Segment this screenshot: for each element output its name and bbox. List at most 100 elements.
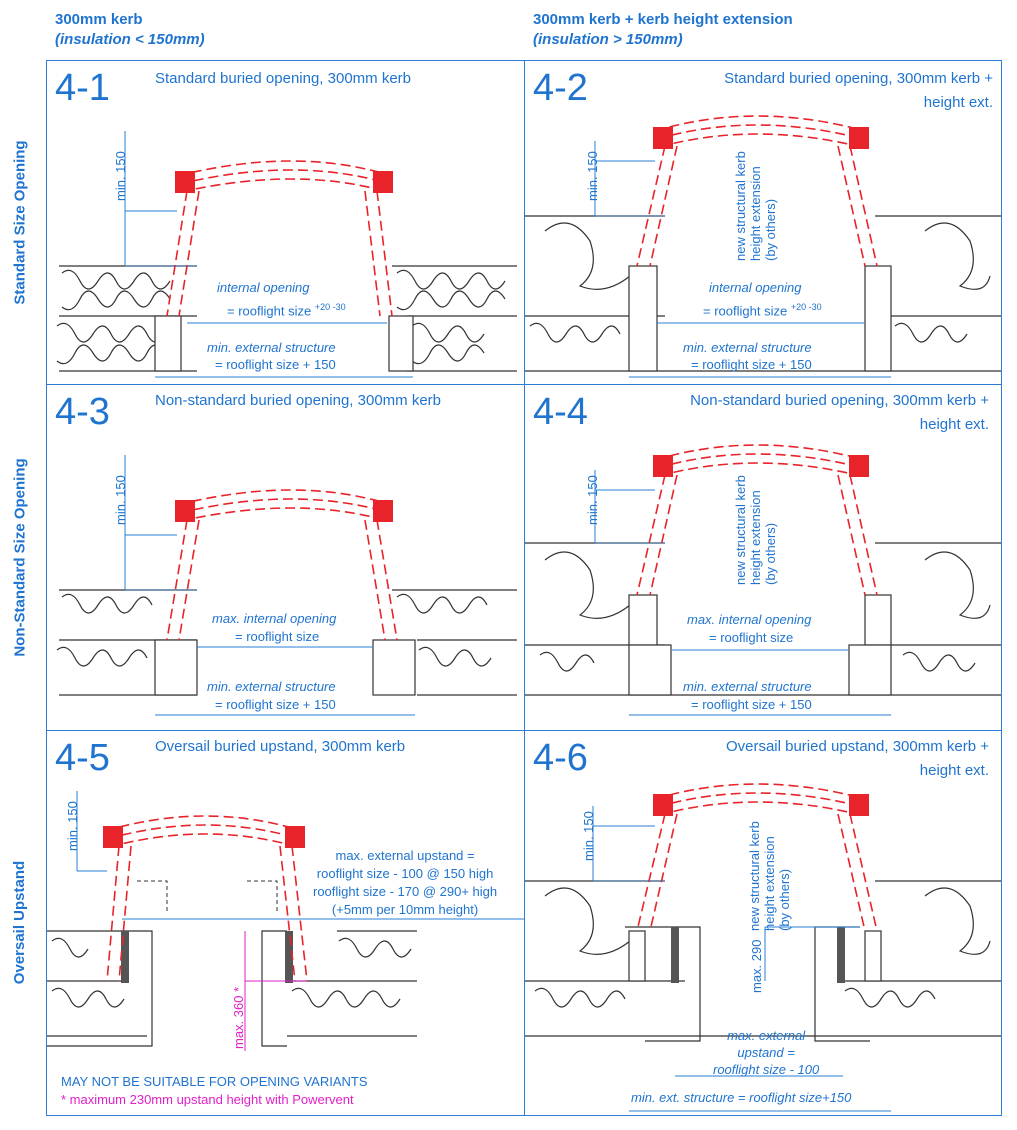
rooflight-outline	[166, 489, 398, 641]
kerb-left	[154, 315, 182, 372]
dimension-lines	[124, 455, 415, 716]
column-subtitle: (insulation < 150mm)	[55, 31, 205, 48]
internal-opening-value: = rooflight size	[235, 629, 320, 644]
kerb-left	[628, 930, 646, 982]
kerb-right	[388, 315, 414, 372]
rooflight-frame	[175, 500, 393, 522]
panel-4-4: 4-4 Non-standard buried opening, 300mm k…	[524, 384, 1002, 731]
rooflight-outline	[636, 115, 878, 267]
rooflight-frame	[653, 455, 869, 477]
min-150-label: min. 150	[113, 151, 128, 201]
diagram-4-1	[56, 131, 517, 378]
row-header-standard: Standard Size Opening	[11, 140, 29, 305]
row-header-oversail: Oversail Upstand	[11, 860, 29, 985]
panel-title: Standard buried opening, 300mm kerb +hei…	[724, 70, 993, 111]
kerb-left	[154, 639, 198, 696]
kerb-left	[628, 265, 658, 372]
min-150-label: min. 150	[585, 151, 600, 201]
rooflight-outline	[104, 815, 308, 982]
kerb-right	[864, 265, 892, 372]
insulation-left	[56, 265, 197, 372]
min-150-label: min. 150	[581, 811, 596, 861]
panel-4-6: 4-6 Oversail buried upstand, 300mm kerb …	[524, 730, 1002, 1116]
insulation	[47, 930, 417, 1037]
rooflight-outline	[166, 160, 393, 317]
max-360-dimension	[244, 931, 307, 1051]
panel-title: Oversail buried upstand, 300mm kerb	[155, 738, 406, 755]
rooflight-frame	[175, 171, 393, 193]
upstand-lining-right	[837, 927, 845, 983]
panel-number: 4-6	[533, 737, 588, 779]
min-150-label: min. 150	[585, 475, 600, 525]
upstand-left	[47, 930, 153, 1047]
panel-number: 4-4	[533, 391, 588, 433]
note-opening-variants: MAY NOT BE SUITABLE FOR OPENING VARIANTS	[61, 1074, 368, 1089]
diagram-4-3	[56, 455, 517, 716]
diagram-4-2	[525, 115, 1001, 378]
dimension-lines	[592, 806, 891, 1112]
external-structure-value: = rooflight size + 150	[215, 697, 336, 712]
kerb-outline	[137, 880, 278, 911]
internal-opening-label: internal opening	[217, 280, 310, 295]
external-structure-label: min. external structure	[683, 340, 812, 355]
panel-number: 4-1	[55, 67, 110, 109]
rooflight-frame	[653, 127, 869, 149]
internal-opening-label: internal opening	[709, 280, 802, 295]
diagram-4-6	[525, 783, 1001, 1112]
panel-4-2: 4-2 Standard buried opening, 300mm kerb …	[524, 60, 1002, 385]
rooflight-outline	[636, 783, 878, 932]
internal-opening-value: = rooflight size +20 -30	[703, 302, 822, 319]
upstand-lining-left	[671, 927, 679, 983]
max-290-label: max. 290	[749, 939, 764, 993]
column-title: 300mm kerb + kerb height extension	[533, 11, 793, 28]
column-subtitle: (insulation > 150mm)	[533, 31, 683, 48]
diagram-4-4	[525, 444, 1001, 716]
panel-4-3: 4-3 Non-standard buried opening, 300mm k…	[46, 384, 525, 731]
external-structure-value: = rooflight size + 150	[691, 697, 812, 712]
upstand-lining-left	[121, 931, 129, 983]
rooflight-frame	[103, 826, 305, 848]
panel-number: 4-5	[55, 737, 110, 779]
external-structure-value: = rooflight size + 150	[691, 357, 812, 372]
kerb-right	[848, 644, 892, 696]
external-structure-value: = rooflight size + 150	[215, 357, 336, 372]
row-header-non-standard: Non-Standard Size Opening	[11, 458, 29, 657]
dimension-lines	[594, 141, 891, 378]
external-structure-label: min. external structure	[207, 340, 336, 355]
column-header-left: 300mm kerb (insulation < 150mm)	[55, 10, 205, 50]
kerb-ext-right	[864, 594, 892, 646]
external-structure-label: min. ext. structure = rooflight size+150	[631, 1090, 852, 1105]
upstand-lining-right	[285, 931, 293, 983]
diagram-4-5	[47, 791, 524, 1051]
column-title: 300mm kerb	[55, 11, 143, 28]
external-structure-label: min. external structure	[683, 679, 812, 694]
internal-opening-label: max. internal opening	[212, 611, 337, 626]
insulation-right	[392, 265, 517, 372]
panel-title: Standard buried opening, 300mm kerb	[155, 70, 411, 87]
panel-title: Non-standard buried opening, 300mm kerb …	[690, 392, 989, 433]
kerb-right	[864, 930, 882, 982]
upstand-left	[625, 926, 701, 1042]
note-powervent: * maximum 230mm upstand height with Powe…	[61, 1092, 354, 1107]
internal-opening-value: = rooflight size +20 -30	[227, 302, 346, 319]
kerb-right	[372, 639, 416, 696]
dimension-lines	[76, 791, 524, 920]
panel-title: Oversail buried upstand, 300mm kerb +hei…	[725, 738, 989, 779]
panel-number: 4-2	[533, 67, 588, 109]
kerb-left	[628, 644, 672, 696]
kerb-ext-left	[628, 594, 658, 646]
panel-number: 4-3	[55, 391, 110, 433]
min-150-label: min. 150	[113, 475, 128, 525]
rooflight-frame	[653, 794, 869, 816]
panel-4-5: 4-5 Oversail buried upstand, 300mm kerb …	[46, 730, 525, 1116]
column-header-right: 300mm kerb + kerb height extension (insu…	[533, 10, 793, 50]
panel-4-1: 4-1 Standard buried opening, 300mm kerb …	[46, 60, 525, 385]
max-360-label: max. 360 *	[231, 986, 246, 1049]
dimension-lines	[594, 470, 891, 716]
upstand-right	[261, 930, 287, 1047]
max-external-upstand-label: max. external upstand =rooflight size - …	[313, 848, 498, 917]
